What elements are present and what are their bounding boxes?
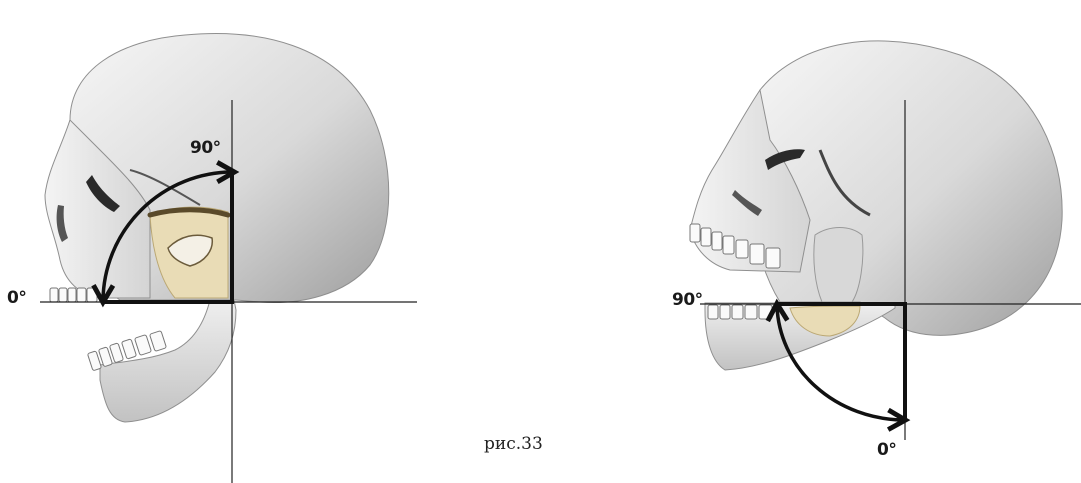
- angle-label-90-fig1: 90°: [190, 138, 221, 158]
- figure-caption: рис.33: [484, 434, 543, 454]
- angle-label-0-fig2: 0°: [877, 440, 896, 460]
- angle-label-0-fig1: 0°: [7, 288, 26, 308]
- angle-label-90-fig2: 90°: [672, 290, 703, 310]
- skull-figure-closed-mouth: [690, 41, 1081, 440]
- upper-teeth: [50, 288, 97, 302]
- lower-teeth: [708, 305, 772, 319]
- skull-figure-open-mouth: [40, 34, 417, 483]
